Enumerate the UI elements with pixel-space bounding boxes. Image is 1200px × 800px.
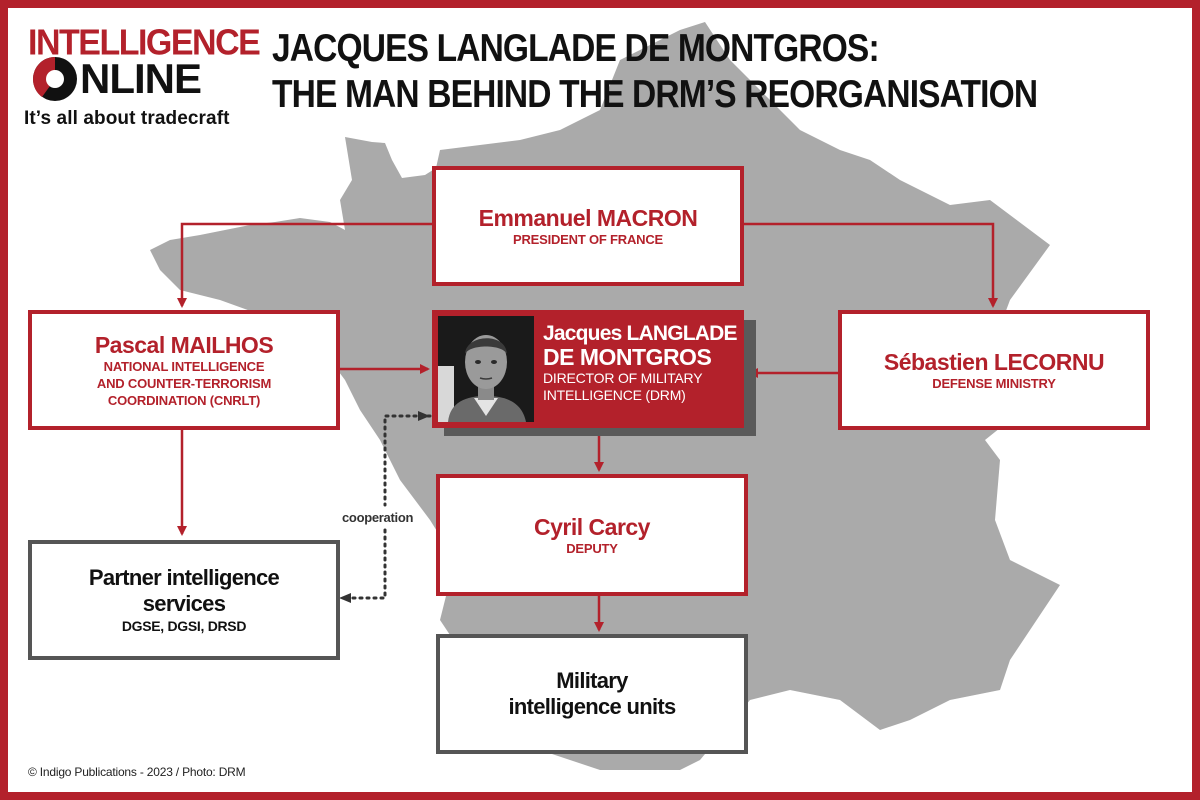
node-name: Cyril Carcy xyxy=(534,513,650,540)
node-title-line: Military xyxy=(556,668,628,693)
org-connectors xyxy=(177,222,998,632)
node-role: DEPUTY xyxy=(566,540,618,556)
node-title-line: Partner intelligence xyxy=(88,565,280,590)
director-role-line: INTELLIGENCE (DRM) xyxy=(543,387,686,403)
node-title-line: services xyxy=(142,591,226,616)
headline-line-1: JACQUES LANGLADE DE MONTGROS: xyxy=(272,27,880,70)
director-name-line-1: Jacques LANGLADE xyxy=(543,322,738,345)
cooperation-label: cooperation xyxy=(342,510,414,525)
node-president: Emmanuel MACRON PRESIDENT OF FRANCE xyxy=(432,166,744,286)
director-role-line: DIRECTOR OF MILITARY xyxy=(543,370,703,386)
node-military-units: Military intelligence units xyxy=(436,634,748,754)
headline: JACQUES LANGLADE DE MONTGROS: THE MAN BE… xyxy=(272,26,1038,118)
node-title-line: intelligence units xyxy=(508,694,676,719)
logo-o-emblem-icon xyxy=(32,57,77,101)
node-role-line: COORDINATION (CNRLT) xyxy=(107,392,261,408)
logo-tagline: It’s all about tradecraft xyxy=(24,108,230,129)
credit-line: © Indigo Publications - 2023 / Photo: DR… xyxy=(28,765,246,779)
node-partner-services: Partner intelligence services DGSE, DGSI… xyxy=(28,540,340,660)
director-name-line-2: DE MONTGROS xyxy=(543,344,712,370)
node-name: Pascal MAILHOS xyxy=(94,331,274,358)
node-role: DEFENSE MINISTRY xyxy=(932,375,1056,391)
node-name: Emmanuel MACRON xyxy=(478,204,698,231)
portrait-silhouette-icon xyxy=(438,316,534,422)
node-role-line: NATIONAL INTELLIGENCE xyxy=(103,358,265,374)
headline-line-2: THE MAN BEHIND THE DRM’S REORGANISATION xyxy=(272,73,1038,116)
node-subtitle: DGSE, DGSI, DRSD xyxy=(121,618,247,634)
logo-wordmark-top: INTELLIGENCE xyxy=(28,23,261,63)
logo-wordmark-bottom: NLINE xyxy=(80,55,202,102)
infographic-canvas: INTELLIGENCE NLINE It’s all about tradec… xyxy=(8,8,1192,792)
intelligence-online-logo: INTELLIGENCE NLINE It’s all about tradec… xyxy=(24,23,264,136)
node-deputy: Cyril Carcy DEPUTY xyxy=(436,474,748,596)
node-director: Jacques LANGLADE DE MONTGROS DIRECTOR OF… xyxy=(432,310,744,428)
node-role: PRESIDENT OF FRANCE xyxy=(512,231,664,247)
node-cnrlt: Pascal MAILHOS NATIONAL INTELLIGENCE AND… xyxy=(28,310,340,430)
node-defense-ministry: Sébastien LECORNU DEFENSE MINISTRY xyxy=(838,310,1150,430)
node-role-line: AND COUNTER-TERRORISM xyxy=(96,375,272,391)
node-name: Sébastien LECORNU xyxy=(883,348,1105,375)
director-portrait-photo xyxy=(438,316,534,422)
director-text: Jacques LANGLADE DE MONTGROS DIRECTOR OF… xyxy=(543,322,738,404)
